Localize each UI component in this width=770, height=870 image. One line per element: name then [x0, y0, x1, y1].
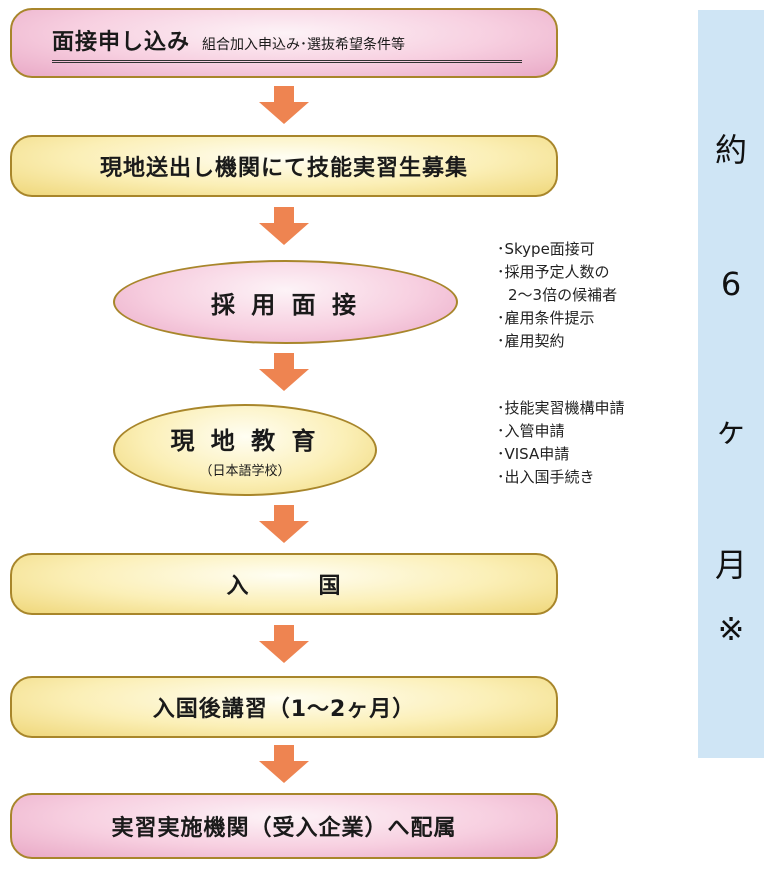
duration-char: ※: [717, 610, 745, 648]
interview-note: ･Skype面接可: [497, 240, 595, 258]
step-apply-interview-subtitle: 組合加入申込み･選抜希望条件等: [202, 36, 406, 53]
flow-arrow-4: [259, 505, 309, 543]
interview-note: ･雇用契約: [497, 332, 565, 350]
duration-sidebar: 約 6 ヶ 月 ※: [698, 10, 764, 758]
education-note: ･入管申請: [497, 422, 565, 440]
step-post-entry-training: 入国後講習（1～2ヶ月）: [10, 676, 558, 738]
flow-arrow-5: [259, 625, 309, 663]
step-recruitment-title: 現地送出し機関にて技能実習生募集: [99, 156, 468, 181]
step-local-education: 現 地 教 育 （日本語学校）: [113, 404, 377, 496]
flow-arrow-2: [259, 207, 309, 245]
step-local-education-title: 現 地 教 育: [170, 427, 320, 455]
flow-arrow-1: [259, 86, 309, 124]
step-post-entry-training-title: 入国後講習（1～2ヶ月）: [152, 697, 416, 722]
interview-note: ･採用予定人数の: [497, 263, 610, 281]
step-apply-interview-content: 面接申し込み 組合加入申込み･選抜希望条件等: [52, 24, 522, 63]
flow-arrow-6: [259, 745, 309, 783]
step-assignment-title: 実習実施機関（受入企業）へ配属: [111, 816, 457, 841]
step-assignment: 実習実施機関（受入企業）へ配属: [10, 793, 558, 859]
education-note: ･VISA申請: [497, 445, 570, 463]
duration-char: ヶ: [714, 411, 747, 449]
step-recruitment: 現地送出し機関にて技能実習生募集: [10, 135, 558, 197]
step-hiring-interview-title: 採 用 面 接: [210, 290, 361, 319]
education-note: ･技能実習機構申請: [497, 399, 625, 417]
interview-note: 2～3倍の候補者: [508, 286, 618, 304]
step-hiring-interview: 採 用 面 接: [113, 260, 458, 344]
interview-notes: ･Skype面接可 ･採用予定人数の 2～3倍の候補者 ･雇用条件提示 ･雇用契…: [497, 238, 617, 353]
step-apply-interview-title: 面接申し込み: [52, 29, 191, 55]
education-note: ･出入国手続き: [497, 468, 595, 486]
education-notes: ･技能実習機構申請 ･入管申請 ･VISA申請 ･出入国手続き: [497, 397, 625, 489]
flow-arrow-3: [259, 353, 309, 391]
step-entry-title: 入 国: [226, 574, 342, 599]
duration-char: 約: [714, 131, 747, 169]
interview-note: ･雇用条件提示: [497, 309, 595, 327]
step-apply-interview: 面接申し込み 組合加入申込み･選抜希望条件等: [10, 8, 558, 78]
duration-char: 月: [714, 546, 747, 584]
step-entry: 入 国: [10, 553, 558, 615]
step-local-education-subtitle: （日本語学校）: [199, 464, 291, 479]
duration-char: 6: [720, 265, 742, 303]
